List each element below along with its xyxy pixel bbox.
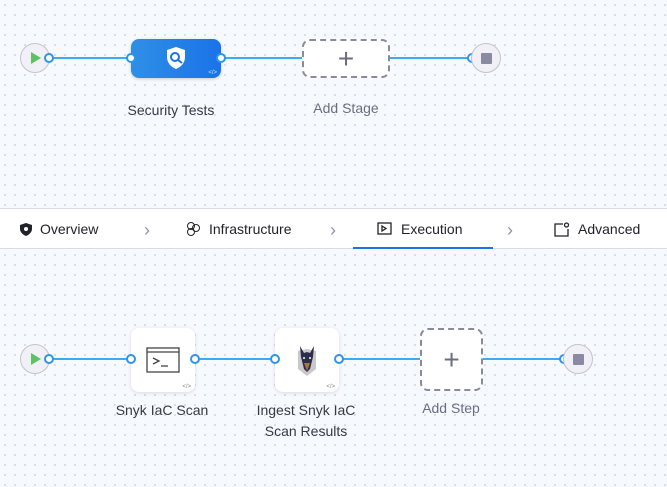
advanced-settings-icon: [554, 221, 570, 237]
connector: [195, 358, 275, 360]
play-icon: [31, 52, 41, 64]
connector: [339, 358, 420, 360]
port: [44, 53, 54, 63]
stage-tabs: Overview › Infrastructure › Execution › …: [0, 208, 667, 249]
stop-icon: [481, 53, 492, 64]
add-stage-label: Add Stage: [313, 100, 379, 116]
tab-infrastructure[interactable]: Infrastructure: [185, 209, 291, 249]
step-label: Snyk IaC Scan: [115, 402, 209, 418]
active-tab-indicator: [353, 247, 493, 249]
tab-label: Overview: [40, 221, 99, 237]
code-icon: </>: [182, 384, 191, 390]
plus-icon: +: [337, 42, 355, 74]
execution-end-node: [563, 344, 593, 374]
port: [270, 354, 280, 364]
tab-advanced[interactable]: Advanced: [554, 209, 640, 249]
connector: [483, 358, 564, 360]
chevron-right-icon: ›: [330, 220, 336, 240]
add-step-button[interactable]: +: [420, 328, 483, 391]
snyk-dog-icon: [298, 346, 316, 376]
terminal-icon: [146, 347, 180, 373]
code-icon: </>: [326, 384, 335, 390]
step-ingest-snyk-results[interactable]: </>: [275, 328, 339, 392]
add-step-label: Add Step: [422, 400, 480, 416]
shield-icon: [20, 222, 32, 236]
execution-icon: [377, 222, 392, 235]
step-snyk-iac-scan[interactable]: </>: [131, 328, 195, 392]
infrastructure-icon: [187, 222, 200, 236]
tab-label: Infrastructure: [209, 221, 292, 237]
connector: [49, 57, 131, 59]
tab-overview[interactable]: Overview: [20, 209, 98, 249]
shield-scan-icon: [167, 47, 185, 69]
port: [334, 354, 344, 364]
stage-security-tests[interactable]: </>: [131, 39, 221, 78]
tab-execution[interactable]: Execution: [377, 209, 462, 249]
plus-icon: +: [443, 343, 460, 375]
port: [216, 53, 226, 63]
chevron-right-icon: ›: [507, 220, 513, 240]
connector: [221, 57, 302, 59]
port: [190, 354, 200, 364]
connector: [49, 358, 131, 360]
tab-label: Advanced: [578, 221, 641, 237]
connector: [390, 57, 472, 59]
step-label: Ingest Snyk IaC Scan Results: [256, 402, 356, 439]
code-icon: </>: [208, 70, 217, 76]
add-stage-button[interactable]: +: [302, 39, 390, 78]
stage-label: Security Tests: [127, 102, 215, 118]
port: [126, 354, 136, 364]
play-icon: [31, 353, 41, 365]
port: [126, 53, 136, 63]
tab-label: Execution: [401, 221, 463, 237]
chevron-right-icon: ›: [144, 220, 150, 240]
pipeline-end-node: [471, 43, 501, 73]
port: [44, 354, 54, 364]
stop-icon: [573, 354, 584, 365]
